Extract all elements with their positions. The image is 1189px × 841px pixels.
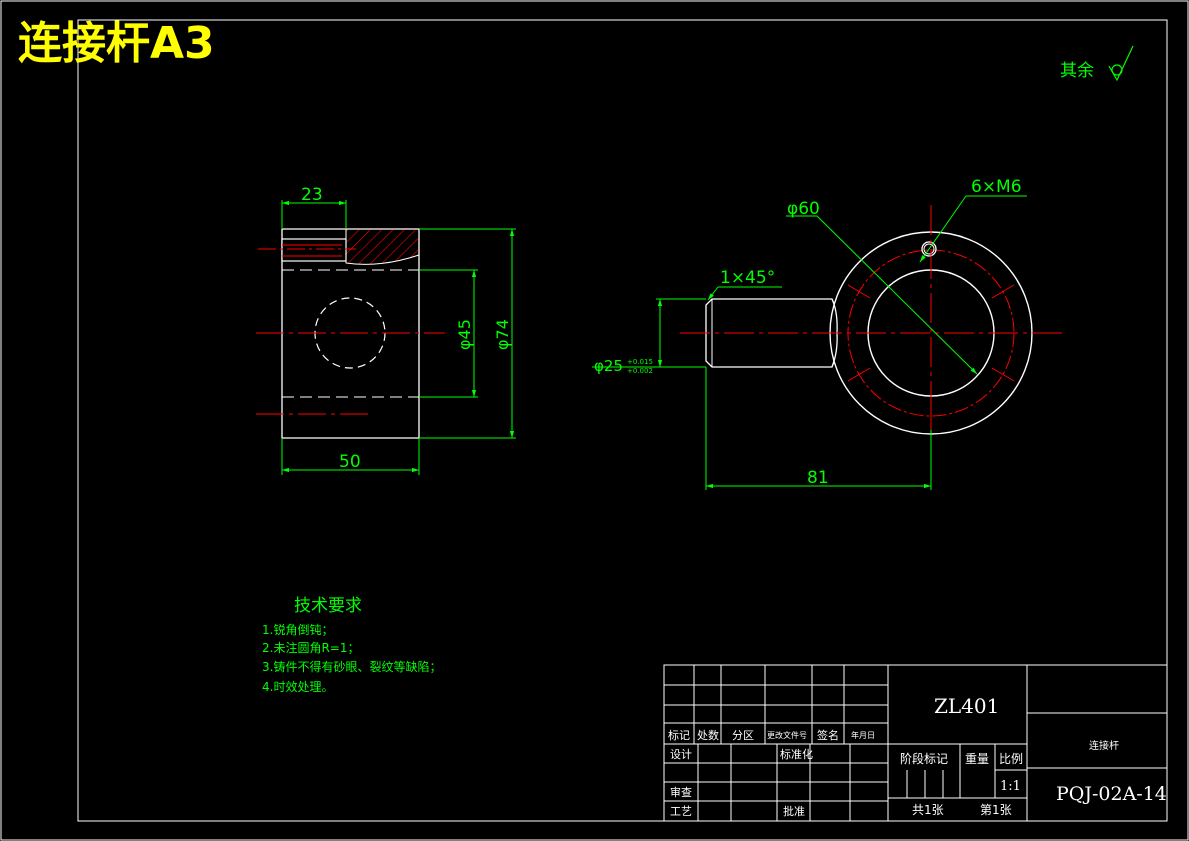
tech-req-item: 1.锐角倒钝； <box>262 623 333 637</box>
dim-phi25: φ25 <box>594 357 623 375</box>
tb-drawing-no: PQJ-02A-14 <box>1056 783 1167 805</box>
left-dimensions <box>281 200 516 475</box>
tb-stage-mark: 阶段标记 <box>900 751 948 766</box>
tb-design: 设计 <box>670 748 692 761</box>
tb-standardize: 标准化 <box>780 747 813 761</box>
dim-81: 81 <box>807 468 829 488</box>
section-hatch <box>345 228 420 265</box>
dim-23: 23 <box>301 185 323 205</box>
tb-review: 审查 <box>670 785 692 799</box>
hole-position-marks <box>847 284 1015 425</box>
tb-total-sheets: 共1张 <box>912 803 944 817</box>
roughness-note: 其余 <box>1060 61 1094 81</box>
tapped-hole-inner <box>923 243 935 255</box>
dim-phi45: φ45 <box>455 319 474 350</box>
tb-col-zone: 分区 <box>732 729 754 742</box>
tb-sheet-no: 第1张 <box>980 803 1012 817</box>
inner-frame <box>77 19 1168 822</box>
dim-phi25-tol-upper: +0.015 <box>627 358 653 366</box>
dim-chamfer: 1×45° <box>720 268 775 288</box>
tech-req-item: 4.时效处理。 <box>262 679 333 694</box>
title-block <box>663 664 1168 822</box>
tb-col-change-doc: 更改文件号 <box>767 730 807 740</box>
tb-process: 工艺 <box>670 805 692 818</box>
dim-50: 50 <box>339 452 361 472</box>
tb-weight: 重量 <box>965 752 989 766</box>
right-dimensions <box>592 195 1027 490</box>
dim-phi25-tol-lower: +0.002 <box>627 367 653 375</box>
tb-col-count: 处数 <box>697 729 719 742</box>
tb-col-date: 年月日 <box>851 730 875 740</box>
tb-col-mark: 标记 <box>668 728 690 742</box>
tb-scale-label: 比例 <box>999 752 1023 766</box>
dim-phi60: φ60 <box>787 199 820 219</box>
tb-approve: 批准 <box>783 804 805 818</box>
tech-req-item: 3.铸件不得有砂眼、裂纹等缺陷； <box>262 659 441 674</box>
tb-part-name: 连接杆 <box>1089 739 1119 752</box>
left-view <box>256 200 445 439</box>
tech-req-heading: 技术要求 <box>294 596 362 616</box>
right-view <box>680 205 1062 490</box>
tb-material: ZL401 <box>934 694 999 718</box>
drawing-title: 连接杆A3 <box>18 18 215 69</box>
dim-6xm6: 6×M6 <box>971 177 1022 197</box>
threaded-hole <box>281 238 347 262</box>
tb-col-sign: 签名 <box>817 728 839 742</box>
roughness-symbol-icon <box>1108 45 1134 82</box>
tapped-hole <box>921 241 937 257</box>
tb-scale: 1:1 <box>1000 779 1021 794</box>
tech-req-item: 2.未注圆角R=1； <box>262 640 359 655</box>
dim-phi74: φ74 <box>493 319 512 350</box>
